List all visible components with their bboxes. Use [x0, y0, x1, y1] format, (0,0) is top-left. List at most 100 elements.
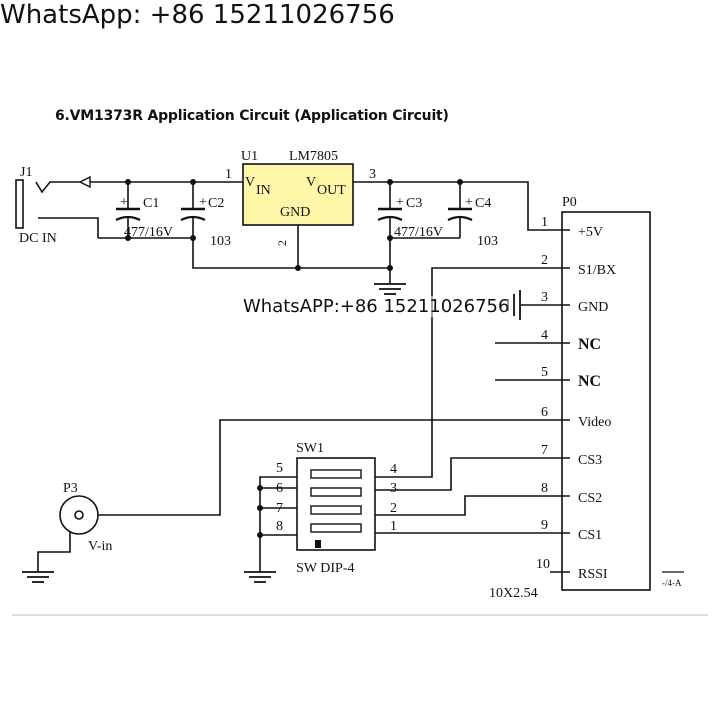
p0-pin-number: 1: [541, 215, 548, 230]
sw1-pin-8: 8: [276, 519, 283, 534]
u1-vin-label: V: [245, 175, 255, 190]
p0-pin-number: 3: [541, 290, 548, 305]
sw1-lever-1: [310, 469, 362, 479]
output-rail: [353, 181, 570, 231]
p0-pin-number: 10: [536, 557, 550, 572]
sw1-pin-4: 4: [390, 462, 397, 477]
c4-polarity: +: [465, 195, 473, 210]
u1-vin-sub: IN: [256, 183, 271, 198]
u1-ref: U1: [241, 149, 258, 164]
diagram-title: 6.VM1373R Application Circuit (Applicati…: [55, 108, 449, 124]
p0-pin-number: 2: [541, 253, 548, 268]
sw1-left-bus: [259, 476, 297, 572]
c2-ref: C2: [208, 196, 224, 211]
capacitor-c3: + C3 477/16V: [377, 182, 443, 284]
junction-dot: [125, 179, 131, 185]
ground-bus: [192, 238, 390, 269]
p3-outer-ring: [59, 495, 99, 535]
p0-pin-number: 9: [541, 518, 548, 533]
p0-pin-name: CS2: [578, 491, 602, 506]
p3-label: V-in: [88, 539, 112, 554]
wire-cs3: [405, 457, 570, 491]
sw1-marker: [315, 540, 321, 548]
p0-pin-name: +5V: [578, 225, 603, 240]
p0-body: [561, 211, 651, 591]
sw1-ref: SW1: [296, 441, 324, 456]
wire-video: [98, 419, 570, 516]
j1-label: DC IN: [19, 231, 57, 246]
c2-plate-bottom: [180, 215, 206, 221]
capacitor-c2: + C2 103: [180, 182, 231, 249]
c2-value: 103: [210, 234, 231, 249]
sw1-body: [296, 457, 376, 551]
u1-vout-label: V: [306, 175, 316, 190]
p0-header: P0 10X2.54: [489, 195, 651, 601]
capacitor-c4: + C4 103: [390, 182, 498, 249]
ground-symbol-p3: [22, 571, 54, 583]
jack-contact: [35, 181, 80, 194]
p0-pin-number: 8: [541, 481, 548, 496]
corner-mark: -/4-A: [662, 578, 682, 588]
sw1-lever-3: [310, 505, 362, 515]
capacitor-c1: + C1 477/16V: [115, 182, 173, 240]
c2-polarity: +: [199, 195, 207, 210]
junction-dot: [190, 235, 196, 241]
u1-pin-out: 3: [369, 167, 376, 182]
ground-symbol-p0: [507, 290, 570, 320]
p0-pin-number: 7: [541, 443, 548, 458]
wire-s1bx-sw4: [405, 267, 570, 478]
u1-vout-sub: OUT: [317, 183, 346, 198]
ground-symbol-regulator: [374, 283, 406, 295]
c1-polarity: +: [120, 195, 128, 210]
contact-watermark: WhatsAPP:+86 15211026756: [243, 296, 510, 317]
p0-pin-number: 4: [541, 328, 548, 343]
u1-gnd-label: GND: [280, 205, 310, 220]
wire-cs2: [405, 495, 570, 516]
u1-body: [242, 163, 354, 226]
sw1-pin-1: 1: [390, 519, 397, 534]
u1-pin-in: 1: [225, 167, 232, 182]
sw1-pin-3: 3: [390, 481, 397, 496]
p3-ref: P3: [63, 481, 78, 496]
p0-pin-number: 5: [541, 365, 548, 380]
c4-plate-bottom: [447, 215, 473, 221]
jack-arrow: [78, 175, 91, 189]
jack-body: [15, 179, 24, 229]
p0-ref: P0: [562, 195, 577, 210]
sw1-lever-2: [310, 487, 362, 497]
p0-pin-name: S1/BX: [578, 263, 616, 278]
p3-center-pin: [74, 510, 84, 520]
p0-part: 10X2.54: [489, 586, 538, 601]
p0-pin-name: Video: [578, 415, 611, 430]
sw1-dip-switch: SW1 SW DIP-4: [296, 441, 376, 576]
c3-plate-bottom: [377, 215, 403, 221]
j1-ref: J1: [20, 165, 32, 180]
ground-symbol-switch: [244, 571, 276, 583]
junction-dot: [387, 179, 393, 185]
contact-banner: WhatsApp: +86 15211026756: [0, 0, 395, 30]
p3-shield-lead: [37, 532, 71, 572]
sw1-pin-5: 5: [276, 461, 283, 476]
sw1-lever-4: [310, 523, 362, 533]
c3-polarity: +: [396, 195, 404, 210]
c1-plate-bottom: [115, 215, 141, 221]
p0-pin-name: NC: [578, 336, 601, 353]
junction-dots: [125, 179, 463, 538]
p0-pin-name: RSSI: [578, 567, 608, 582]
p0-pin-name: CS1: [578, 528, 602, 543]
c3-ref: C3: [406, 196, 422, 211]
p0-pin-number: 6: [541, 405, 548, 420]
p3-connector: P3 V-in: [37, 481, 112, 572]
u1-regulator: U1 LM7805 1 3 2 V IN V OUT GND: [225, 149, 376, 246]
j1-dc-jack: J1 DC IN: [15, 165, 99, 246]
junction-dot: [387, 265, 393, 271]
junction-dot: [295, 265, 301, 271]
sw1-part: SW DIP-4: [296, 561, 354, 576]
p0-pin-group: 1+5V2S1/BX3GND4NC5NC6Video7CS38CS29CS110…: [536, 215, 616, 582]
junction-dot: [190, 179, 196, 185]
junction-dot: [457, 179, 463, 185]
c4-ref: C4: [475, 196, 491, 211]
u1-pin-gnd: 2: [275, 240, 289, 246]
